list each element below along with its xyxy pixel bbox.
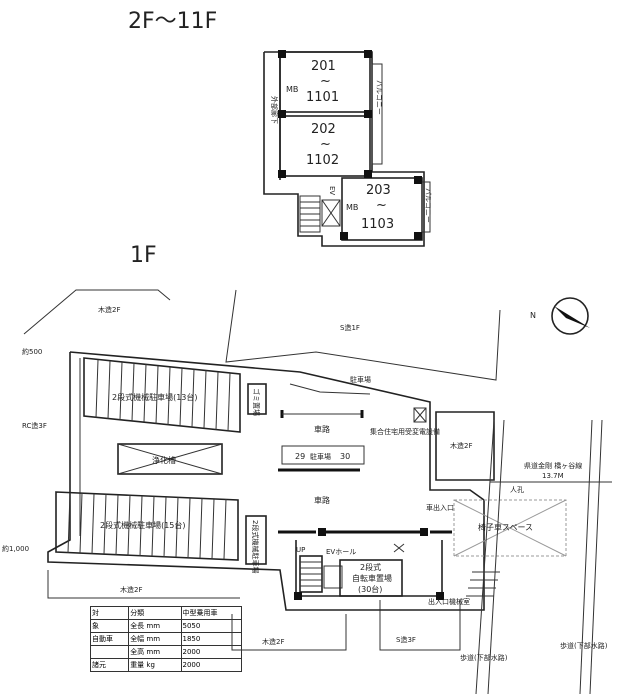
spec-row: 象 全長 mm 5050 bbox=[89, 619, 242, 633]
unit-201-bottom: 1101 bbox=[306, 90, 339, 105]
upper-floor-plan bbox=[263, 50, 431, 247]
spec-row: 全高 mm 2000 bbox=[89, 645, 242, 659]
vehicle-spec-table: 対 分類 中型乗用車 象 全長 mm 5050 自動車 全幅 mm 1850 全… bbox=[89, 606, 242, 672]
label-wood-2f-nw: 木造2F bbox=[98, 305, 120, 314]
ground-building bbox=[278, 528, 452, 600]
spec-header-cell: 中型乗用車 bbox=[180, 606, 242, 620]
spec-header-row: 対 分類 中型乗用車 bbox=[89, 606, 242, 620]
label-bicycle-3: (30台) bbox=[358, 584, 382, 594]
label-s-1f: S造1F bbox=[340, 323, 360, 332]
label-road-upper: 車路 bbox=[314, 424, 330, 434]
site-boundary bbox=[47, 351, 485, 611]
spec-cell: 重量 kg bbox=[128, 658, 182, 672]
label-lot: 駐車場 bbox=[350, 375, 371, 384]
label-road-lower: 車路 bbox=[314, 495, 330, 505]
label-walkway: 歩道(下部水路) bbox=[460, 653, 508, 662]
label-bicycle-1: 2段式 bbox=[360, 562, 381, 572]
lot-markings bbox=[278, 410, 365, 472]
label-wheelchair: 椅子車スペース bbox=[478, 522, 533, 532]
spec-cell: 象 bbox=[89, 619, 130, 633]
ev-label: EV bbox=[328, 186, 336, 195]
label-rc-3f: RC造3F bbox=[22, 421, 47, 430]
unit-203-bottom: 1103 bbox=[361, 217, 394, 232]
balcony-label-2: バルコニー bbox=[424, 188, 432, 223]
balcony-label-1: バルコニー bbox=[375, 80, 383, 115]
label-up: UP bbox=[296, 546, 305, 554]
east-neighbor bbox=[435, 411, 495, 481]
spec-cell: 2000 bbox=[180, 645, 242, 659]
mb-label-upper: MB bbox=[286, 85, 298, 94]
label-wood-2f-e: 木造2F bbox=[450, 441, 472, 450]
mb-label-lower: MB bbox=[346, 203, 358, 212]
spec-cell bbox=[89, 645, 130, 659]
unit-203-top: 203 bbox=[366, 183, 391, 198]
garbage-area bbox=[247, 383, 267, 415]
spec-row: 自動車 全幅 mm 1850 bbox=[89, 632, 242, 646]
label-wood-2f-s: 木造2F bbox=[120, 585, 142, 594]
label-parking-13: 2段式機械駐車場(13台) bbox=[112, 392, 198, 402]
spec-cell: 自動車 bbox=[89, 632, 130, 646]
substation-box bbox=[413, 407, 427, 423]
label-meter: 集合住宅用受変電設備 bbox=[370, 427, 440, 436]
label-parking-vert: 2段式機械駐車場 bbox=[251, 520, 260, 573]
compass-icon bbox=[551, 297, 590, 335]
label-dim-500: 約500 bbox=[22, 347, 42, 356]
spec-cell: 5050 bbox=[180, 619, 242, 633]
label-septic: 浄化槽 bbox=[152, 455, 176, 465]
label-ev-hall: EVホール bbox=[326, 548, 356, 556]
spot-30: 30 bbox=[340, 452, 350, 461]
unit-202-top: 202 bbox=[311, 122, 336, 137]
label-walkway-e: 歩道(下部水路) bbox=[560, 641, 608, 650]
spec-row: 諸元 重量 kg 2000 bbox=[89, 658, 242, 672]
unit-203-tilde: ~ bbox=[376, 198, 387, 213]
label-garbage: ゴミ置場 bbox=[252, 388, 261, 416]
upper-stair bbox=[299, 195, 321, 233]
label-road-dim: 13.7M bbox=[542, 472, 564, 480]
upper-floor-title: 2F～11F bbox=[128, 9, 217, 34]
label-parking-15: 2段式機械駐車場(15台) bbox=[100, 520, 186, 530]
unit-202-tilde: ~ bbox=[320, 137, 331, 152]
corridor-label: 外部廊下 bbox=[270, 96, 279, 124]
label-entrance: 出入口機械室 bbox=[428, 597, 470, 606]
label-road-width: 県道金剛 橋ヶ谷線 bbox=[524, 461, 582, 470]
label-wood-2f-sc: 木造2F bbox=[262, 637, 284, 646]
east-road bbox=[466, 419, 612, 694]
mechanical-parking-15 bbox=[55, 491, 239, 561]
spec-header-cell: 分類 bbox=[128, 606, 182, 620]
label-bicycle-2: 自転車置場 bbox=[352, 573, 392, 583]
spec-cell: 全高 mm bbox=[128, 645, 182, 659]
label-manhole: 人孔 bbox=[510, 486, 524, 494]
spec-cell: 諸元 bbox=[89, 658, 130, 672]
spec-cell: 全長 mm bbox=[128, 619, 182, 633]
septic-tank bbox=[117, 443, 223, 475]
ground-floor-title: 1F bbox=[130, 243, 157, 268]
spec-cell: 2000 bbox=[180, 658, 242, 672]
unit-201-tilde: ~ bbox=[320, 74, 331, 89]
spot-label: 駐車場 bbox=[310, 452, 331, 461]
spec-header-cell: 対 bbox=[89, 606, 130, 620]
unit-201-top: 201 bbox=[311, 59, 336, 74]
label-s-3f: S造3F bbox=[396, 635, 416, 644]
unit-202-bottom: 1102 bbox=[306, 153, 339, 168]
label-car-entry: 車出入口 bbox=[426, 503, 454, 512]
mechanical-parking-13 bbox=[83, 357, 241, 433]
spot-29: 29 bbox=[295, 452, 305, 461]
label-dim-1000: 約1,000 bbox=[2, 544, 29, 553]
compass-label: N bbox=[530, 311, 536, 320]
wheelchair-space bbox=[453, 499, 567, 557]
spec-cell: 1850 bbox=[180, 632, 242, 646]
vertical-parking-box bbox=[245, 515, 267, 565]
spec-cell: 全幅 mm bbox=[128, 632, 182, 646]
